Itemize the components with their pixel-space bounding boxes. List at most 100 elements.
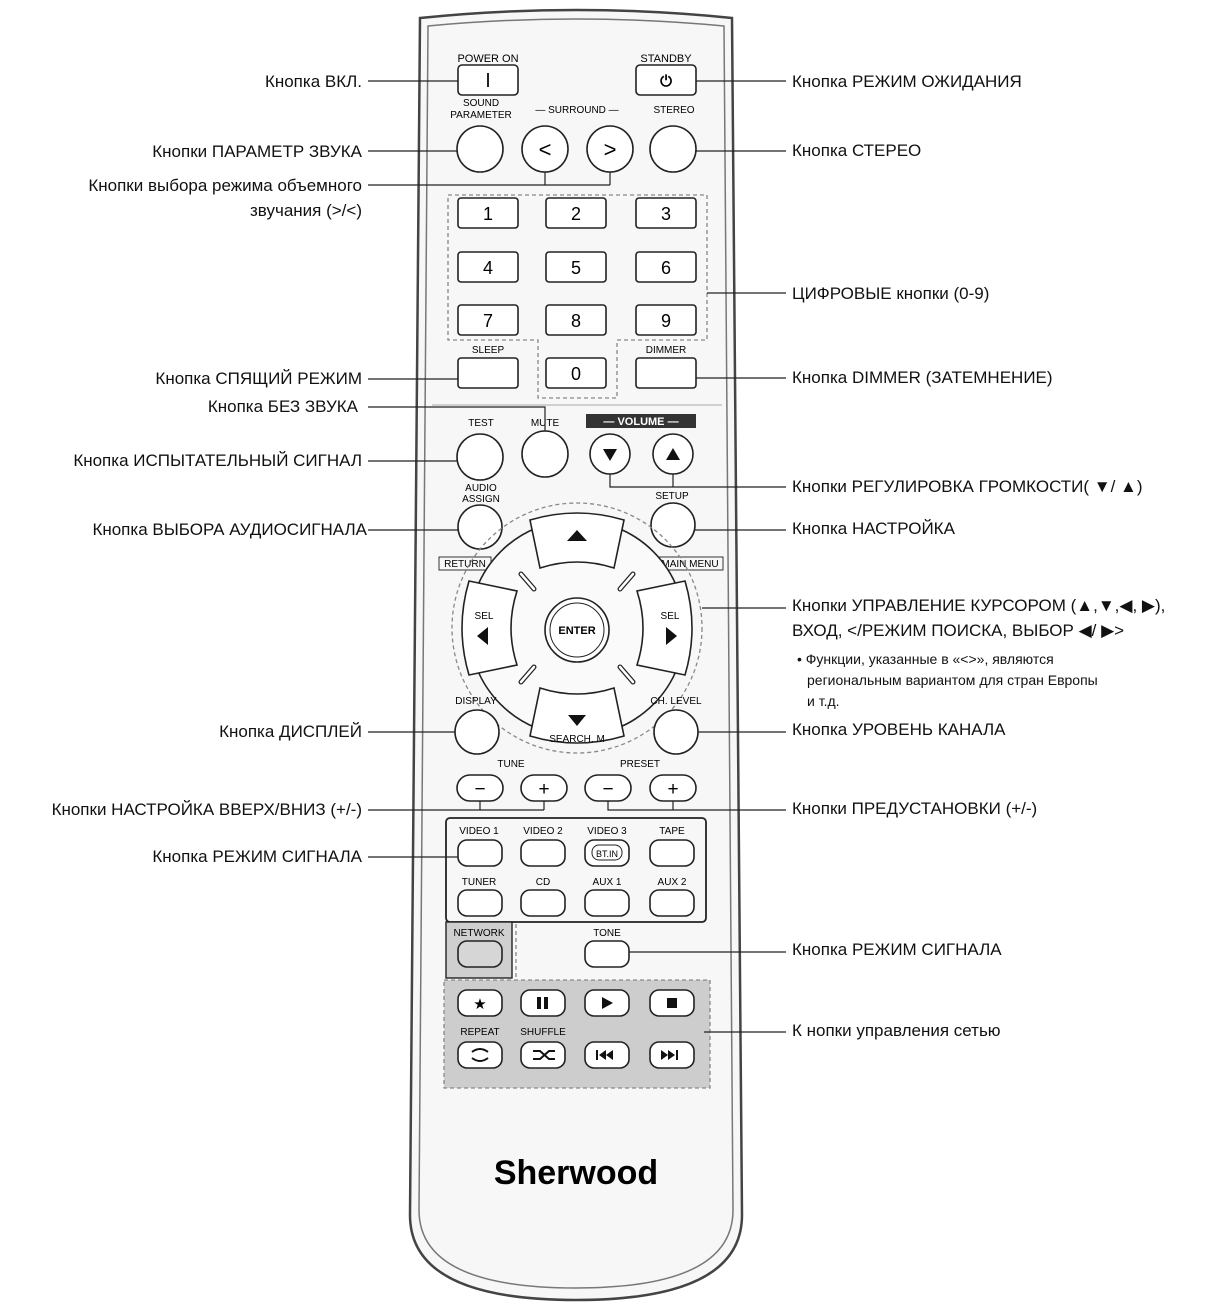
pause-button[interactable]: [520, 989, 566, 1017]
aux1-button[interactable]: [584, 889, 630, 917]
digit-button-1: [457, 197, 519, 229]
video3-label: VIDEO 3: [587, 826, 627, 837]
callout-signal-mode: Кнопка РЕЖИМ СИГНАЛА: [152, 847, 362, 866]
assign-label: ASSIGN: [462, 494, 500, 505]
callout-volume: Кнопки РЕГУЛИРОВКА ГРОМКОСТИ( ▼/ ▲): [792, 477, 1143, 496]
previous-icon: [599, 1050, 606, 1060]
digit-1-label: 1: [483, 204, 493, 224]
ch-level-label: CH. LEVEL: [650, 696, 702, 707]
callout-power-on: Кнопка ВКЛ.: [264, 72, 362, 91]
surround-left-icon: <: [539, 137, 552, 162]
tone-label: TONE: [593, 928, 621, 939]
network-button[interactable]: [457, 940, 503, 968]
callout-surround-line-1: Кнопки выбора режима объемного: [88, 176, 362, 195]
digit-button-8: [545, 304, 607, 336]
standby-button[interactable]: [635, 64, 697, 96]
callout-cursor-line-1: Кнопки УПРАВЛЕНИЕ КУРСОРОМ (▲,▼,◀, ▶),: [792, 596, 1166, 615]
preset-plus-label: +: [667, 779, 678, 800]
callout-audio-assign: Кнопка ВЫБОРА АУДИОСИГНАЛА: [92, 520, 367, 539]
volume-label-bar: [586, 414, 696, 428]
cd-label: CD: [536, 877, 550, 888]
favorite-button[interactable]: [457, 989, 503, 1017]
display-button[interactable]: [454, 709, 500, 755]
mute-button[interactable]: [521, 430, 569, 478]
sleep-button[interactable]: [457, 357, 519, 389]
return-label: RETURN: [444, 559, 486, 570]
digit-button-3: [635, 197, 697, 229]
callout-ch-level: Кнопка УРОВЕНЬ КАНАЛА: [792, 720, 1006, 739]
btin-label-box: [591, 844, 623, 861]
aux2-label: AUX 2: [658, 877, 687, 888]
setup-label: SETUP: [655, 491, 689, 502]
callout-preset: Кнопки ПРЕДУСТАНОВКИ (+/-): [792, 799, 1038, 818]
audio-label: AUDIO: [465, 483, 497, 494]
enter-button[interactable]: [544, 597, 610, 663]
callout-setup: Кнопка НАСТРОЙКА: [792, 519, 955, 538]
callout-sleep: Кнопка СПЯЩИЙ РЕЖИМ: [155, 369, 362, 388]
callout-dimmer: Кнопка DIMMER (ЗАТЕМНЕНИЕ): [792, 368, 1053, 387]
dimmer-button[interactable]: [635, 357, 697, 389]
repeat-label: REPEAT: [460, 1027, 499, 1038]
ch-level-button[interactable]: [653, 709, 699, 755]
star-icon: ★: [473, 996, 486, 1013]
callout-network-controls: К нопки управления сетью: [792, 1021, 1001, 1040]
digit-7-label: 7: [483, 311, 493, 331]
digit-2-label: 2: [571, 204, 581, 224]
aux2-button[interactable]: [649, 889, 695, 917]
digit-button-4: [457, 251, 519, 283]
volume-up-icon: [666, 448, 680, 460]
tuner-button[interactable]: [457, 889, 503, 917]
standby-label: STANDBY: [640, 53, 692, 65]
main-menu-label: MAIN MENU: [661, 559, 718, 570]
stereo-button[interactable]: [649, 125, 697, 173]
pause-icon: [537, 997, 541, 1009]
digit-button-2: [545, 197, 607, 229]
sound-parameter-button[interactable]: [456, 125, 504, 173]
remote-inner-outline: [418, 18, 734, 1289]
cursor-right-icon: [666, 627, 677, 645]
preset-minus-label: −: [602, 779, 613, 800]
cursor-up-icon: [567, 530, 587, 541]
test-label: TEST: [468, 418, 494, 429]
cursor-right-button[interactable]: [635, 580, 693, 676]
tone-button[interactable]: [584, 940, 630, 968]
surround-label: — SURROUND —: [535, 105, 618, 116]
tune-minus-label: −: [474, 779, 485, 800]
video2-label: VIDEO 2: [523, 826, 563, 837]
volume-label: — VOLUME —: [603, 416, 678, 428]
callout-standby: Кнопка РЕЖИМ ОЖИДАНИЯ: [792, 72, 1022, 91]
digit-5-label: 5: [571, 258, 581, 278]
sel-left-label: SEL: [475, 611, 494, 622]
callout-display: Кнопка ДИСПЛЕЙ: [219, 722, 362, 741]
digit-button-9: [635, 304, 697, 336]
callout-tone-signal-mode: Кнопка РЕЖИМ СИГНАЛА: [792, 940, 1002, 959]
stop-icon: [667, 998, 677, 1008]
surround-right-icon: >: [604, 137, 617, 162]
repeat-button[interactable]: [457, 1041, 503, 1069]
tape-button[interactable]: [649, 839, 695, 867]
digit-8-label: 8: [571, 311, 581, 331]
leader-lines: [368, 80, 786, 1033]
input-selector-frame: [445, 817, 707, 923]
callout-cursor-line-2: ВХОД, </РЕЖИМ ПОИСКА, ВЫБОР ◀/ ▶>: [792, 621, 1125, 640]
display-label: DISPLAY: [455, 696, 497, 707]
cd-button[interactable]: [520, 889, 566, 917]
setup-button[interactable]: [650, 502, 696, 548]
repeat-icon: [471, 1048, 489, 1062]
test-button[interactable]: [456, 433, 504, 481]
digit-button-6: [635, 251, 697, 283]
standby-icon: ⏻: [660, 73, 672, 90]
video1-button[interactable]: [457, 839, 503, 867]
volume-down-icon: [603, 449, 617, 461]
cursor-left-button[interactable]: [461, 580, 519, 676]
dimmer-label: DIMMER: [646, 345, 687, 356]
digit-3-label: 3: [661, 204, 671, 224]
next-icon: [661, 1050, 668, 1060]
video2-button[interactable]: [520, 839, 566, 867]
shuffle-icon: [533, 1050, 555, 1060]
callout-digits: ЦИФРОВЫЕ кнопки (0-9): [792, 284, 990, 303]
digit-button-5: [545, 251, 607, 283]
audio-assign-button[interactable]: [457, 504, 503, 550]
brand-logo: Sherwood: [494, 1154, 658, 1192]
